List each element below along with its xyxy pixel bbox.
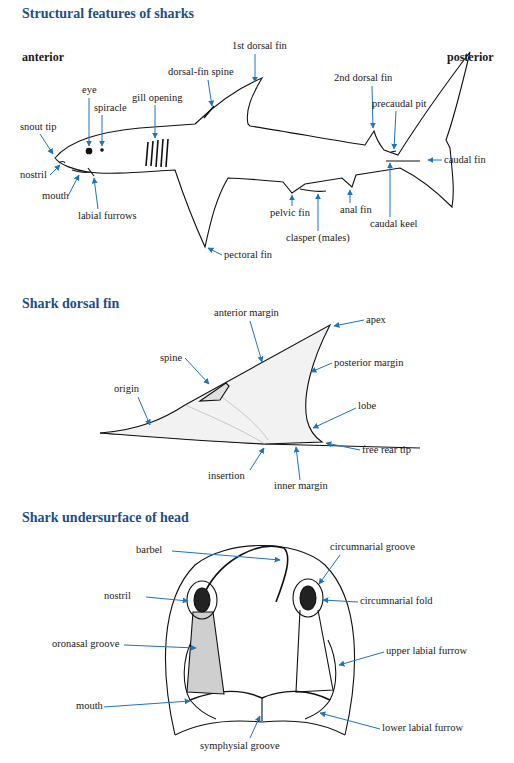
- leader-arrow: [323, 600, 358, 602]
- part-label: origin: [114, 383, 139, 395]
- part-label: anal fin: [340, 204, 372, 216]
- part-label: insertion: [208, 470, 245, 482]
- leader-arrow: [155, 105, 156, 138]
- leader-arrow: [40, 134, 53, 154]
- nostril: [300, 586, 316, 610]
- part-label: circumnarial fold: [360, 595, 433, 607]
- leader-arrow: [250, 716, 260, 738]
- nostril: [194, 588, 210, 612]
- part-label: nostril: [104, 590, 131, 602]
- part-label: clasper (males): [286, 232, 350, 244]
- clasper: [300, 189, 326, 191]
- part-label: pelvic fin: [270, 207, 310, 219]
- leader-arrow: [89, 98, 90, 146]
- fin-spine: [200, 383, 229, 401]
- leader-arrow: [138, 397, 150, 425]
- dorsal-fin-outline: [100, 325, 330, 444]
- part-label: upper labial furrow: [386, 645, 467, 657]
- leader-arrow: [318, 194, 319, 231]
- eye: [86, 148, 92, 154]
- leader-arrow: [319, 555, 340, 584]
- leader-arrow: [320, 713, 380, 729]
- leader-arrow: [250, 321, 262, 362]
- mouth-line: [72, 170, 90, 172]
- head-outline: [165, 545, 354, 735]
- leader-arrow: [124, 645, 196, 648]
- part-label: lobe: [358, 400, 376, 412]
- part-label: nostril: [20, 169, 47, 181]
- dorsal-fin-spine: [204, 106, 214, 118]
- leader-arrow: [208, 80, 212, 106]
- leader-arrow: [390, 163, 391, 217]
- part-label: labial furrows: [78, 210, 137, 222]
- symphysial-groove: [261, 698, 262, 721]
- part-label: mouth: [42, 190, 69, 202]
- part-label: caudal keel: [370, 218, 418, 230]
- leader-arrow: [350, 190, 351, 203]
- lower-jaw: [175, 721, 345, 735]
- leader-arrow: [334, 320, 364, 326]
- leader-arrow: [172, 551, 280, 560]
- circumnarial-fold: [187, 581, 217, 619]
- part-label: dorsal-fin spine: [168, 66, 234, 78]
- leader-arrow: [102, 115, 103, 146]
- part-label: lower labial furrow: [382, 722, 463, 734]
- part-label: oronasal groove: [52, 638, 119, 650]
- leader-arrow: [313, 408, 356, 428]
- orientation-label: posterior: [447, 50, 494, 64]
- part-label: snout tip: [20, 121, 56, 133]
- leader-arrow: [208, 248, 222, 255]
- part-label: pectoral fin: [224, 249, 272, 261]
- part-label: caudal fin: [444, 154, 486, 166]
- part-label: spiracle: [94, 102, 127, 114]
- leader-arrow: [255, 54, 256, 82]
- leader-arrow: [94, 178, 98, 209]
- nostril-mark: [59, 162, 65, 164]
- spiracle: [101, 149, 103, 151]
- orientation-label: anterior: [22, 50, 64, 64]
- part-label: inner margin: [274, 480, 328, 492]
- leader-arrow: [185, 358, 209, 384]
- part-label: mouth: [76, 700, 103, 712]
- part-label: eye: [82, 84, 97, 96]
- shark-body: [55, 52, 470, 247]
- leader-arrow: [296, 447, 300, 480]
- part-label: apex: [366, 314, 386, 326]
- part-label: spine: [160, 352, 182, 364]
- circumnarial-fold: [293, 579, 323, 617]
- leader-arrow: [428, 160, 442, 161]
- part-label: symphysial groove: [200, 740, 280, 752]
- figure-title: Structural features of sharks: [22, 6, 194, 22]
- section-heading: Shark undersurface of head: [22, 510, 189, 526]
- part-label: 2nd dorsal fin: [334, 72, 392, 84]
- leader-arrow: [311, 363, 332, 372]
- part-label: precaudal pit: [372, 98, 427, 110]
- part-label: gill opening: [132, 92, 182, 104]
- part-label: barbel: [136, 544, 162, 556]
- leader-arrow: [326, 443, 360, 450]
- caudal-keel: [386, 160, 420, 161]
- part-label: 1st dorsal fin: [232, 40, 287, 52]
- leader-arrow: [68, 175, 79, 196]
- part-label: circumnarial groove: [330, 541, 415, 553]
- gill-slits: [146, 139, 168, 167]
- section-heading: Shark dorsal fin: [22, 296, 119, 312]
- precaudal-pit: [391, 151, 396, 152]
- part-label: anterior margin: [214, 307, 279, 319]
- leader-arrow: [146, 597, 188, 601]
- leader-arrow: [250, 448, 264, 470]
- leader-arrow: [339, 652, 384, 665]
- leader-arrow: [292, 195, 293, 206]
- labial-furrow: [88, 168, 94, 176]
- leader-arrow: [394, 111, 396, 149]
- oronasal-groove: [187, 612, 224, 694]
- leader-arrow: [104, 701, 190, 707]
- part-label: free rear tip: [362, 444, 411, 456]
- oronasal-groove: [296, 610, 333, 692]
- fin-shading: [185, 392, 268, 444]
- leader-arrow: [50, 165, 60, 175]
- part-label: posterior margin: [334, 357, 404, 369]
